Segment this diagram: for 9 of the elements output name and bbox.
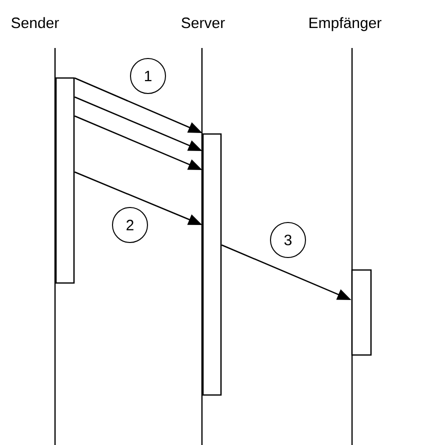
activation-bar — [55, 77, 75, 284]
activation-bar — [202, 133, 222, 396]
lifeline-heading: Empfänger — [310, 17, 382, 32]
step-number: 3 — [270, 222, 306, 258]
activation-bar — [351, 269, 372, 356]
lifeline-heading: Server — [182, 18, 225, 28]
step-number: 2 — [112, 207, 148, 243]
lifeline-heading: Sender — [12, 17, 59, 28]
step-number: 1 — [130, 58, 166, 94]
